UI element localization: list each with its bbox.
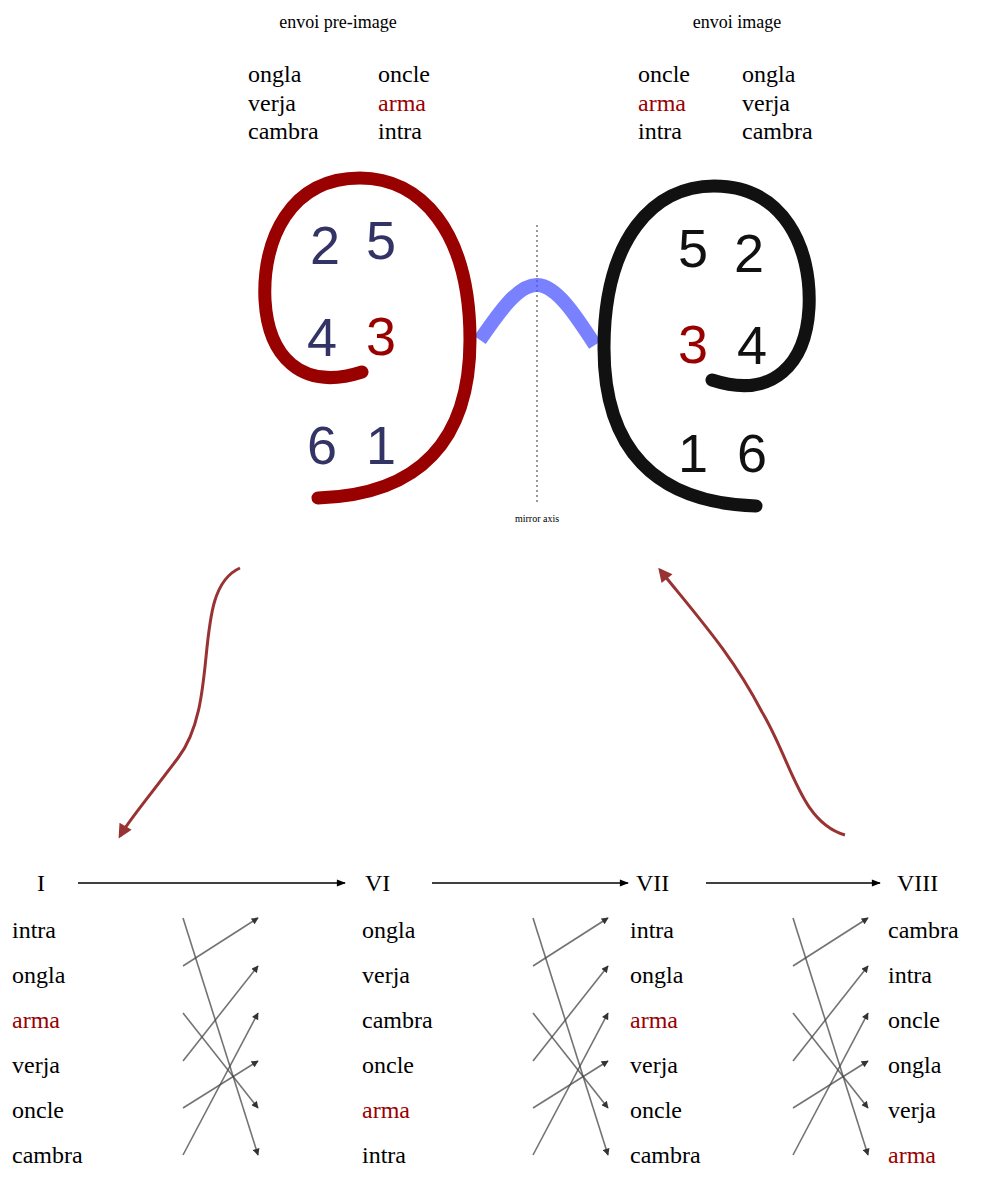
position-number: 1 <box>366 418 396 472</box>
position-number: 2 <box>734 226 764 280</box>
permutation-line <box>793 1013 868 1108</box>
axis-label: mirror axis <box>515 513 559 526</box>
end-word: ongla <box>888 1050 941 1080</box>
stanza-numeral: I <box>37 868 45 898</box>
end-word: ongla <box>362 915 415 945</box>
permutation-line <box>793 918 868 966</box>
end-word: arma <box>12 1005 60 1035</box>
end-word: ongla <box>248 59 301 89</box>
position-number: 3 <box>678 317 708 371</box>
end-word: ongla <box>12 960 65 990</box>
sequence-arrow <box>432 882 628 883</box>
end-word: verja <box>12 1050 60 1080</box>
flow-arrow <box>660 570 845 835</box>
permutation-line <box>533 1013 608 1108</box>
end-word: ongla <box>630 960 683 990</box>
stanza-numeral: VIII <box>897 868 938 898</box>
end-word: cambra <box>362 1005 433 1035</box>
end-word: cambra <box>248 116 319 146</box>
position-number: 6 <box>307 418 337 472</box>
end-word: intra <box>378 116 422 146</box>
connector-group <box>480 285 595 345</box>
end-word: oncle <box>888 1005 940 1035</box>
position-number: 1 <box>678 426 708 480</box>
end-word: arma <box>362 1095 410 1125</box>
spiral-node: 523416 <box>595 175 820 515</box>
end-word: cambra <box>12 1140 83 1170</box>
permutation-line <box>793 966 868 1061</box>
end-word: verja <box>248 88 296 118</box>
end-word: intra <box>888 960 932 990</box>
flow-arrow <box>120 568 240 836</box>
permutation-line <box>183 918 258 1155</box>
sequence-arrow <box>706 882 880 883</box>
end-word: intra <box>630 915 674 945</box>
position-number: 5 <box>366 213 396 267</box>
permutation-line <box>793 1013 868 1155</box>
end-word: intra <box>638 116 682 146</box>
position-number: 4 <box>307 310 337 364</box>
position-number: 6 <box>737 426 767 480</box>
end-word: cambra <box>742 116 813 146</box>
end-word: ongla <box>742 59 795 89</box>
end-word: oncle <box>362 1050 414 1080</box>
permutation-line <box>533 918 608 966</box>
end-word: verja <box>888 1095 936 1125</box>
stanza-numeral: VII <box>636 868 669 898</box>
position-number: 2 <box>310 218 340 272</box>
permutation-line <box>183 918 258 966</box>
permutation-line <box>183 966 258 1061</box>
permutation-line <box>183 1013 258 1155</box>
end-word: cambra <box>630 1140 701 1170</box>
position-number: 4 <box>737 318 767 372</box>
spiral-node: 2543 61 <box>255 170 480 510</box>
end-word: oncle <box>638 59 690 89</box>
permutation-line <box>793 918 868 1155</box>
section-title: envoi pre-image <box>279 11 396 34</box>
end-word: verja <box>742 88 790 118</box>
mirror-axis-line <box>537 225 538 505</box>
position-number: 5 <box>678 221 708 275</box>
permutation-line <box>183 1013 258 1108</box>
end-word: cambra <box>888 915 959 945</box>
end-word: arma <box>630 1005 678 1035</box>
end-word: oncle <box>12 1095 64 1125</box>
end-word: verja <box>630 1050 678 1080</box>
permutation-line <box>533 918 608 1155</box>
spiral-stroke <box>265 178 470 498</box>
section-title: envoi image <box>693 11 781 34</box>
mirror-arc <box>480 285 595 345</box>
end-word: arma <box>638 88 686 118</box>
sequence-arrow <box>78 882 345 883</box>
end-word: verja <box>362 960 410 990</box>
permutation-group <box>183 918 868 1155</box>
end-word: intra <box>12 915 56 945</box>
end-word: oncle <box>630 1095 682 1125</box>
position-number: 3 <box>366 309 396 363</box>
spiral-stroke <box>604 186 809 506</box>
end-word: arma <box>888 1140 936 1170</box>
end-word: oncle <box>378 59 430 89</box>
stanza-numeral: VI <box>365 868 390 898</box>
permutation-line <box>533 966 608 1061</box>
end-word: intra <box>362 1140 406 1170</box>
end-word: arma <box>378 88 426 118</box>
permutation-line <box>533 1013 608 1155</box>
